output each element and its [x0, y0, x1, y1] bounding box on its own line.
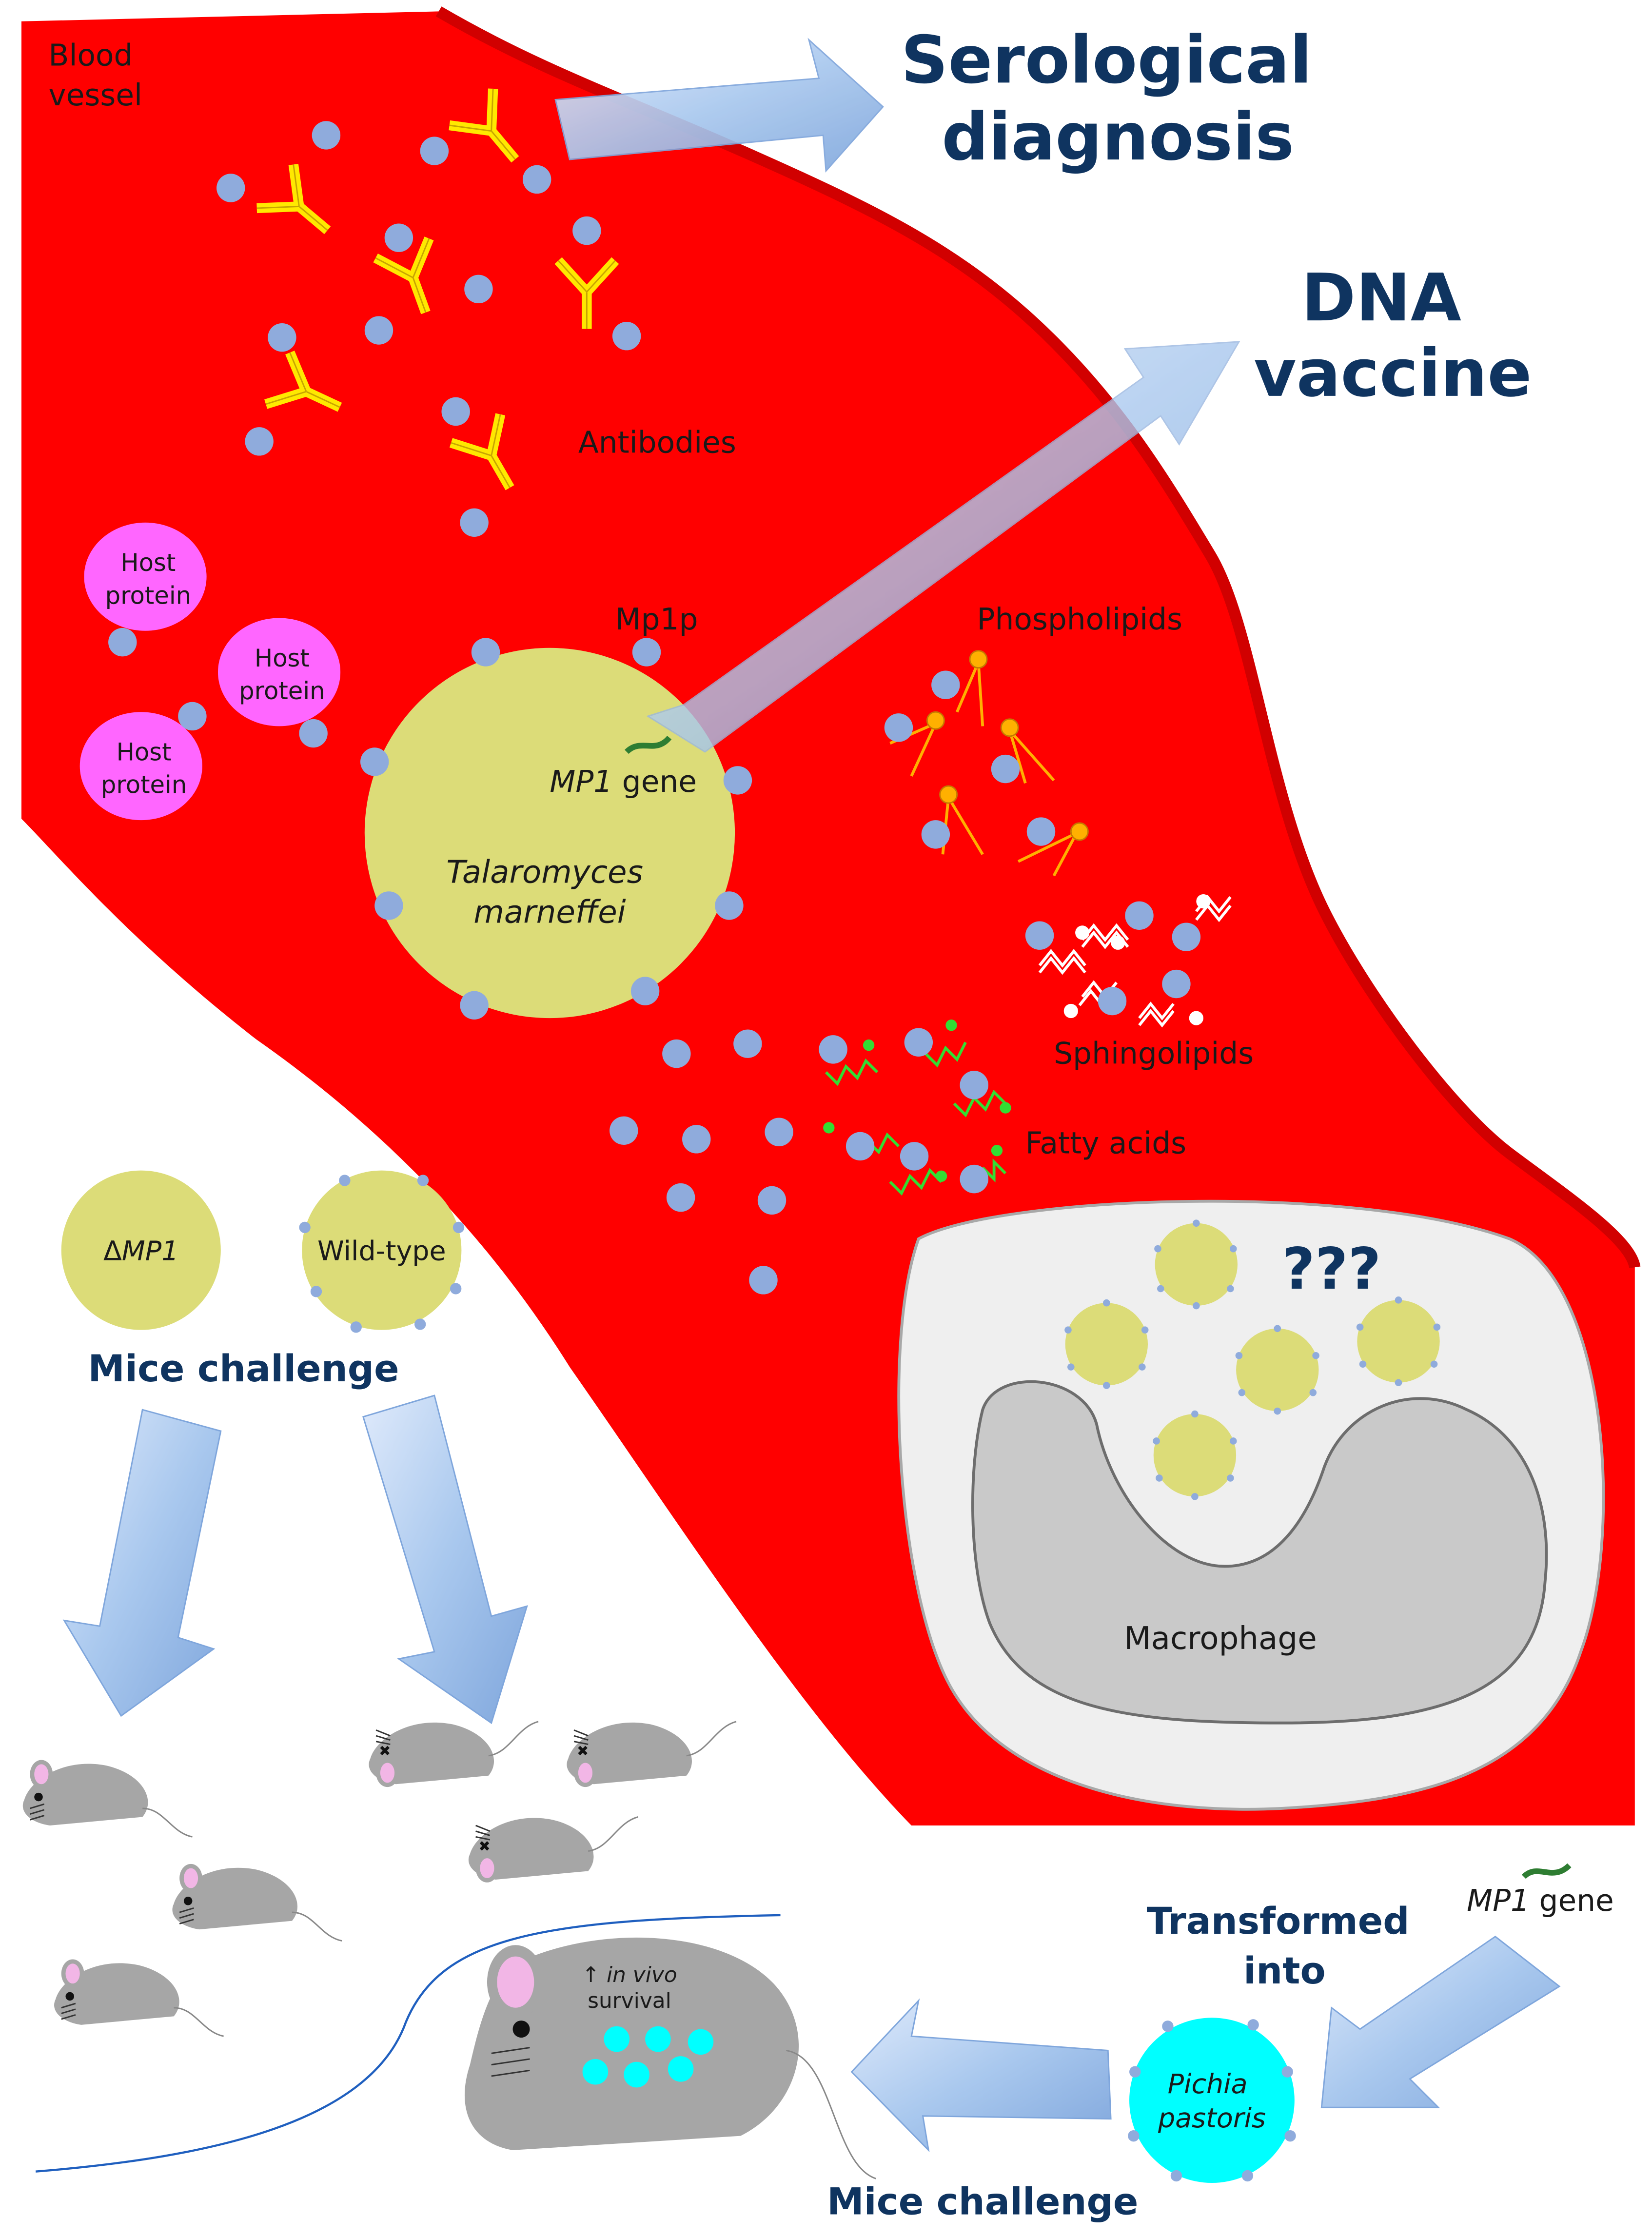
- macrophage-label: Macrophage: [1124, 1620, 1317, 1657]
- svg-text:Wild-type: Wild-type: [317, 1236, 446, 1267]
- blood-vessel-label: Blood vessel: [48, 38, 142, 113]
- mp1-gene-label-bottom: MP1 gene: [1467, 1884, 1614, 1918]
- mouse-alive: [53, 1959, 225, 2037]
- mice-challenge-label-top: Mice challenge: [88, 1347, 399, 1390]
- svg-text:Talaromyces marneffei: Talaromyces marneffei: [446, 854, 653, 931]
- question-marks: ???: [1282, 1236, 1381, 1302]
- transformed-into-label: Transformed into: [1147, 1900, 1422, 1992]
- serological-diagnosis-title: Serological diagnosis: [901, 21, 1335, 175]
- antibody-group: [216, 89, 641, 537]
- blood-vessel-wall: [435, 6, 1641, 1269]
- fatty-acid-group: [819, 1020, 1011, 1196]
- dna-vaccine-arrow: [646, 341, 1240, 753]
- left-arrow: [850, 1998, 1112, 2153]
- svg-text:MP1 gene: MP1 gene: [550, 765, 697, 799]
- antibodies-label: Antibodies: [578, 426, 736, 460]
- wild-type-cell: Wild-type: [299, 1170, 465, 1333]
- macrophage: Macrophage: [897, 1199, 1605, 1811]
- sphingolipids-label: Sphingolipids: [1054, 1037, 1254, 1071]
- delta-mp1-cell: ΔMP1: [61, 1170, 221, 1330]
- free-mp1p-dots: [610, 1029, 793, 1295]
- svg-text:↑ in vivo: ↑ in vivo: [582, 1962, 677, 1987]
- vaccinated-mouse: ↑ in vivo survival: [464, 1937, 876, 2179]
- sphingolipid-group: [1025, 894, 1232, 1028]
- down-arrow-right: [362, 1394, 528, 1725]
- down-arrow-left: [62, 1409, 222, 1717]
- mouse-alive: [22, 1759, 193, 1838]
- pichia-pastoris-cell: Pichia pastoris: [1128, 2018, 1296, 2183]
- mp1p-label: Mp1p: [615, 602, 698, 637]
- svg-text:ΔMP1: ΔMP1: [103, 1236, 179, 1267]
- svg-text:survival: survival: [588, 1988, 671, 2013]
- mouse-dead: [566, 1721, 737, 1788]
- mouse-alive: [171, 1863, 343, 1942]
- talaromyces-cell: MP1 gene Talaromyces marneffei: [360, 638, 752, 1020]
- fatty-acids-label: Fatty acids: [1025, 1126, 1186, 1161]
- svg-text:Pichia pastoris: Pichia pastoris: [1158, 2069, 1266, 2134]
- diagonal-arrow-down-left: [1320, 1935, 1561, 2108]
- dna-vaccine-title: DNA vaccine: [1254, 259, 1532, 412]
- internalized-cell: [1065, 1223, 1440, 1497]
- mouse-dead: [368, 1721, 539, 1788]
- phospholipid-group: [884, 650, 1089, 877]
- divider-curve: [35, 1914, 781, 2173]
- mouse-dead: [468, 1816, 639, 1884]
- mice-challenge-label-bottom: Mice challenge: [827, 2180, 1138, 2223]
- phospholipids-label: Phospholipids: [977, 602, 1182, 637]
- mp1-gene-squiggle: [1521, 1863, 1572, 1879]
- serological-arrow: [554, 38, 884, 173]
